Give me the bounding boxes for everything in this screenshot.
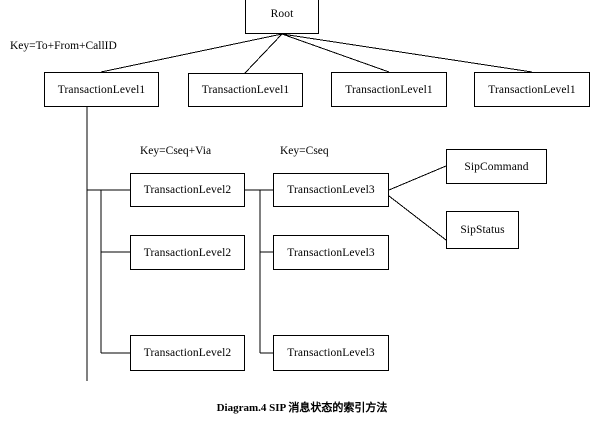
node-sipcommand[interactable]: SipCommand [446, 149, 547, 184]
edge-level3-to-sipstatus [388, 195, 447, 241]
node-root[interactable]: Root [245, 0, 319, 34]
node-level1-1-label: TransactionLevel1 [57, 83, 146, 96]
edge-root-to-level1-2 [244, 33, 283, 74]
node-level2-2-label: TransactionLevel2 [143, 246, 232, 259]
node-level1-1[interactable]: TransactionLevel1 [44, 72, 159, 107]
node-level2-3[interactable]: TransactionLevel2 [130, 335, 245, 371]
node-level3-1-label: TransactionLevel3 [287, 184, 375, 196]
edge-level3-to-sipcommand [388, 165, 447, 191]
node-level1-3[interactable]: TransactionLevel1 [331, 72, 447, 107]
edge-label-key-cseq: Key=Cseq [280, 145, 329, 157]
node-level3-3-label: TransactionLevel3 [287, 347, 375, 359]
node-level2-1[interactable]: TransactionLevel2 [130, 173, 245, 207]
node-level3-3[interactable]: TransactionLevel3 [273, 335, 389, 371]
node-sipstatus-label: SipStatus [460, 224, 505, 236]
node-level3-2-label: TransactionLevel3 [287, 246, 375, 259]
node-level1-2[interactable]: TransactionLevel1 [188, 73, 303, 107]
edge-label-key-cseq-via: Key=Cseq+Via [140, 145, 212, 157]
edge-root-to-level1-1 [100, 33, 283, 73]
node-sipstatus[interactable]: SipStatus [446, 211, 519, 249]
node-root-label: Root [270, 8, 294, 20]
edge-root-to-level1-4 [281, 33, 533, 73]
node-level1-4-label: TransactionLevel1 [488, 83, 576, 96]
node-sipcommand-label: SipCommand [464, 160, 529, 173]
node-level3-1[interactable]: TransactionLevel3 [273, 173, 389, 207]
node-level2-2[interactable]: TransactionLevel2 [130, 235, 245, 270]
edge-root-to-level1-3 [281, 33, 390, 73]
node-level1-4[interactable]: TransactionLevel1 [474, 72, 590, 107]
node-level2-3-label: TransactionLevel2 [143, 347, 232, 359]
diagram-caption: Diagram.4 SIP 消息状态的索引方法 [216, 402, 388, 414]
edge-label-key-to-from-callid: Key=To+From+CallID [10, 40, 117, 52]
node-level3-2[interactable]: TransactionLevel3 [273, 235, 389, 270]
node-level1-3-label: TransactionLevel1 [345, 83, 433, 96]
node-level2-1-label: TransactionLevel2 [143, 184, 232, 196]
node-level1-2-label: TransactionLevel1 [201, 84, 290, 96]
